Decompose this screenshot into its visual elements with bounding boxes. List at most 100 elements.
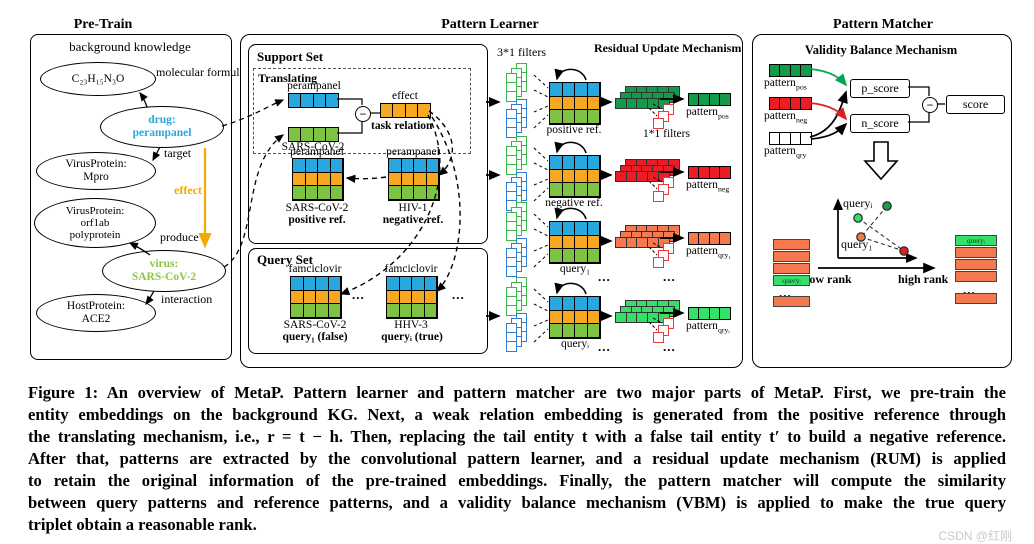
filter-stack-green-4 <box>506 277 532 319</box>
rank-bar <box>773 251 810 262</box>
rank-bar-queryi: queryᵢ <box>773 275 810 286</box>
queryi-caption: queryᵢ (true) <box>381 331 443 343</box>
task-relation-caption: task relation <box>371 120 433 132</box>
positive-ref-caption: positive ref. <box>288 214 346 226</box>
minus-operator-matcher: − <box>922 97 938 113</box>
query-set-dots-1: ... <box>352 287 365 302</box>
node-virusprotein-mpro: VirusProtein: Mpro <box>36 152 156 190</box>
pattern-neg-row <box>687 166 731 179</box>
node-virusprotein-orf1ab: VirusProtein: orf1ab polyprotein <box>34 198 156 248</box>
filter-stack-green-1 <box>506 63 532 105</box>
pattern-qryi-label: patternqryᵢ <box>686 320 730 335</box>
queryi-tail-label: HHV-3 <box>394 319 428 331</box>
conv-row4-label: queryᵢ <box>560 338 590 350</box>
rank-stack-dots: ... <box>779 285 792 300</box>
vbm-pattern-qry-label: patternqry <box>764 145 807 160</box>
conv-matrix-queryi <box>549 296 601 339</box>
csdn-watermark: CSDN @红刚 <box>938 529 1012 543</box>
translating-title: Translating <box>258 71 318 85</box>
edge-molecular-formula: molecular formula <box>156 65 245 79</box>
rank-bar <box>955 259 997 270</box>
filter-stack-green-3 <box>506 202 532 244</box>
queryi-head-label: famciclovir <box>384 263 438 275</box>
1x1-filter-icon <box>653 257 664 268</box>
n-score-box: n_score <box>850 114 910 133</box>
1x1-filter-icon <box>653 118 664 129</box>
1x1-filter-icon <box>653 332 664 343</box>
mid-dots: ... <box>663 339 676 354</box>
node-virus-sarscov2: virus: SARS-CoV-2 <box>102 250 226 292</box>
filters-3x1-label: 3*1 filters <box>497 45 546 59</box>
rank-bar <box>773 296 810 307</box>
tail-embedding-row <box>287 127 339 142</box>
conv-matrix-query1 <box>549 221 601 264</box>
filter-stack-blue-1 <box>506 99 532 141</box>
edge-effect: effect <box>174 183 202 197</box>
mid-dots: ... <box>598 269 611 284</box>
vbm-pattern-pos-row <box>768 64 812 77</box>
1x1-filter-icon <box>653 191 664 202</box>
kg-title: background knowledge <box>69 39 191 54</box>
pattern-learner-header: Pattern Learner <box>441 17 539 32</box>
translating-tail-label: SARS-CoV-2 <box>281 141 345 153</box>
vbm-title: Validity Balance Mechanism <box>804 43 958 57</box>
positive-ref-tail-label: SARS-CoV-2 <box>285 202 349 214</box>
query1-head-label: famciclovir <box>288 263 342 275</box>
query-set-dots-2: ... <box>452 287 465 302</box>
positive-ref-matrix <box>292 158 344 201</box>
scatter-query1-label: query₁ <box>841 237 873 251</box>
caption-line: Figure 1: An overview of MetaP. Pattern … <box>28 383 1006 402</box>
filter-stack-green-2 <box>506 136 532 178</box>
pattern-pos-row <box>687 93 731 106</box>
filter-stack-blue-3 <box>506 238 532 280</box>
feature-maps-query1 <box>614 225 681 255</box>
filter-stack-blue-2 <box>506 172 532 214</box>
negative-ref-matrix <box>388 158 440 201</box>
pattern-neg-label: patternneg <box>686 179 730 194</box>
caption-line: entity embeddings on the background KG. … <box>28 405 1006 424</box>
negative-ref-head-label: perampanel <box>386 146 440 158</box>
head-embedding-row <box>287 93 339 108</box>
node-hostprotein-ace2: HostProtein: ACE2 <box>36 294 156 332</box>
queryi-matrix <box>386 276 438 319</box>
negative-ref-tail-label: HIV-1 <box>398 202 428 214</box>
positive-ref-head-label: perampanel <box>290 146 344 158</box>
edge-target: target <box>164 146 192 160</box>
pattern-pos-label: patternpos <box>686 106 729 121</box>
pattern-matcher-header: Pattern Matcher <box>833 17 933 32</box>
negative-ref-caption: negative ref. <box>382 214 444 226</box>
minus-operator: − <box>355 106 371 122</box>
edge-produce: produce <box>160 230 199 244</box>
query1-caption: query₁ (false) <box>282 331 348 343</box>
pattern-qryi-row <box>687 307 731 320</box>
pretrain-header: Pre-Train <box>73 17 133 32</box>
feature-maps-positive <box>614 86 681 116</box>
rank-bar <box>955 247 997 258</box>
pattern-qry1-label: patternqry₁ <box>686 245 732 260</box>
scatter-queryi-label: queryᵢ <box>843 196 873 210</box>
vbm-pattern-pos-label: patternpos <box>764 77 807 92</box>
high-rank-label: high rank <box>898 272 949 286</box>
filters-1x1-label: 1*1 filters <box>643 128 690 140</box>
rank-bar-queryi: queryᵢ <box>955 235 997 246</box>
filter-stack-blue-4 <box>506 313 532 355</box>
rank-stack-dots: ... <box>963 282 976 297</box>
conv-row3-label: query₁ <box>559 263 591 275</box>
p-score-box: p_score <box>850 79 910 98</box>
feature-maps-negative <box>614 159 681 189</box>
conv-matrix-positive <box>549 82 601 125</box>
caption-line: between query patterns and reference pat… <box>28 493 1006 512</box>
vbm-pattern-qry-row <box>768 132 812 145</box>
node-drug-perampanel: drug: perampanel <box>100 106 224 148</box>
query1-tail-label: SARS-CoV-2 <box>283 319 347 331</box>
low-rank-label: low rank <box>806 272 852 286</box>
vbm-pattern-neg-row <box>768 97 812 110</box>
mid-dots: ... <box>598 339 611 354</box>
rank-bar <box>955 271 997 282</box>
conv-row1-label: positive ref. <box>546 124 602 136</box>
conv-row2-label: negative ref. <box>545 197 603 209</box>
caption-line: the translating mechanism, i.e., r = t −… <box>28 427 1006 446</box>
pattern-qry1-row <box>687 232 731 245</box>
feature-maps-queryi <box>614 300 681 330</box>
